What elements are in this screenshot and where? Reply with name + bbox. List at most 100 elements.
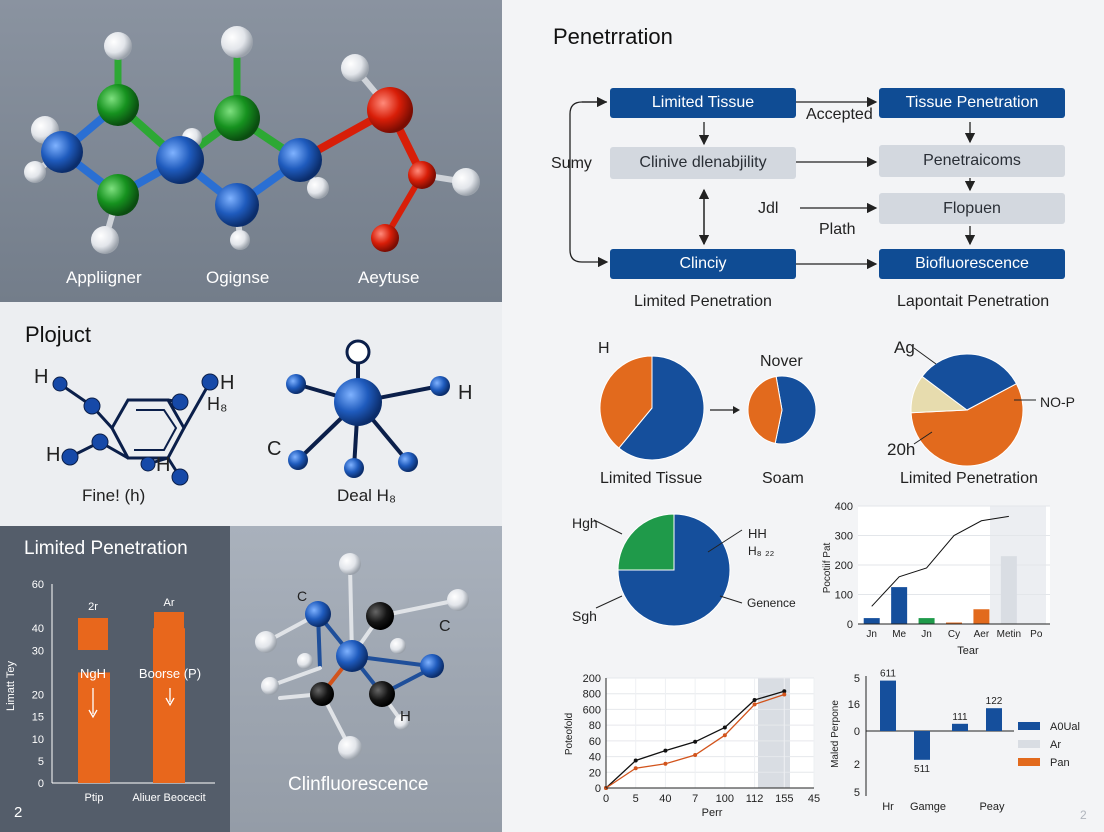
tick-label: 60 <box>32 579 44 591</box>
molecule-label-3: Aeytuse <box>358 268 420 287</box>
molecule-panel-top: Appliigner Ogignse Aeytuse <box>0 0 502 302</box>
category-label: Po <box>1030 629 1043 640</box>
tick-label: 2 <box>854 759 860 771</box>
annotation: NgH <box>80 666 106 681</box>
tick-label: 155 <box>775 793 793 805</box>
structure-caption-right: Deal H₈ <box>337 486 397 505</box>
pie-slice <box>747 375 783 444</box>
bar <box>973 609 990 624</box>
bar <box>946 622 962 624</box>
tick-label: 0 <box>38 778 44 790</box>
data-point <box>752 702 757 707</box>
tick-label: 20 <box>589 767 601 779</box>
tick-label: 100 <box>716 793 734 805</box>
pie-label: Ag <box>894 338 915 357</box>
right-panel: Penetrration Limited Tissue Tissue Penet… <box>502 0 1104 832</box>
structure-title: Plojuct <box>25 322 92 347</box>
box-penetraicoms: Penetraicoms <box>879 145 1065 177</box>
leader-line <box>595 595 623 609</box>
pie-label: Sgh <box>572 608 597 624</box>
bar-value-label: 122 <box>986 696 1003 707</box>
pie-label: HH <box>748 526 767 541</box>
y-axis-label: Maled Perpone <box>830 700 841 768</box>
box-limited-tissue: Limited Tissue <box>610 88 796 118</box>
category-label: Jn <box>921 629 932 640</box>
data-point <box>633 766 638 771</box>
category-label: Peay <box>979 801 1005 813</box>
leader-line <box>719 595 743 604</box>
atom-label: H <box>458 382 473 404</box>
box-flopuen: Flopuen <box>879 193 1065 224</box>
bar-chart-title: Limited Penetration <box>24 538 188 559</box>
category-label: Aer <box>974 629 990 640</box>
annotation-arrow-head <box>88 709 98 719</box>
edge-label-sumy: Sumy <box>551 155 592 172</box>
x-axis-label: Perr <box>702 807 723 818</box>
box-clinciy: Clinciy <box>610 249 796 279</box>
flowchart-title: Penetrration <box>553 24 673 49</box>
tick-label: 40 <box>659 793 671 805</box>
caption-limited-penetration: Limited Penetration <box>634 293 772 310</box>
atom-label: C <box>297 588 308 604</box>
edge-label-jdl: Jdl <box>758 200 779 217</box>
pie-slice <box>618 355 705 461</box>
atom-label: H <box>400 708 411 725</box>
pie-slice <box>617 513 675 571</box>
pie-label: Genence <box>747 596 796 610</box>
tick-label: 0 <box>854 726 860 738</box>
bar <box>952 723 968 731</box>
leader-line <box>913 431 933 445</box>
caption-lapontait: Lapontait Penetration <box>897 293 1050 310</box>
data-point <box>663 748 668 753</box>
edge-label-accepted: Accepted <box>806 106 873 123</box>
tick-label: 60 <box>589 736 601 748</box>
data-point <box>693 739 698 744</box>
pie-slice <box>774 375 817 445</box>
bar-label: 2r <box>88 601 98 613</box>
data-point <box>663 761 668 766</box>
pie-label: H <box>598 340 610 357</box>
page-corner: 2 <box>1080 808 1087 822</box>
atom-label: H <box>46 444 61 466</box>
bar <box>918 618 935 624</box>
pie-arrow-head <box>733 406 740 414</box>
pie-label: NO-P <box>1040 394 1075 410</box>
data-point <box>722 733 727 738</box>
annotation: Boorse (P) <box>139 666 201 681</box>
molecule-panel-bottom: C C H Clinfluorescence <box>230 526 502 832</box>
tick-label: 300 <box>835 531 853 543</box>
tick-label: 7 <box>692 793 698 805</box>
y-axis-label: Limatt Tey <box>5 661 17 711</box>
pie-caption: Limited Tissue <box>600 470 703 487</box>
y-axis-label: Pocotiif Pat <box>822 542 833 593</box>
molecule-label-2: Ogignse <box>206 268 270 287</box>
edge-label-plath: Plath <box>819 221 856 238</box>
tick-label: 600 <box>583 704 601 716</box>
data-point <box>752 698 757 702</box>
tick-label: 16 <box>848 699 860 711</box>
pie-caption: Soam <box>762 470 804 487</box>
pie-slice <box>921 353 1018 411</box>
category-label: Jn <box>866 629 877 640</box>
bar-value-label: 511 <box>914 764 930 775</box>
molecule-structure-bottom <box>255 553 469 760</box>
category-label: Me <box>892 629 906 640</box>
bar-value-label: 111 <box>952 712 968 723</box>
molecule-label-1: Appliigner <box>66 268 142 287</box>
tick-label: 5 <box>854 787 860 799</box>
category-label: Cy <box>948 629 960 640</box>
bar <box>914 731 930 760</box>
y-axis-label: Poteofold <box>564 713 575 755</box>
legend-label: A0Ual <box>1050 721 1080 733</box>
data-point <box>782 689 787 694</box>
box-clinive: Clinive dlenabjility <box>610 147 796 179</box>
pie-charts <box>593 347 1036 627</box>
bar <box>1000 556 1017 624</box>
atom-label: H <box>220 372 235 394</box>
atom-label: H₈ <box>207 394 228 414</box>
tick-label: 800 <box>583 689 601 701</box>
tick-label: 30 <box>32 645 44 657</box>
tick-label: 200 <box>835 560 853 572</box>
